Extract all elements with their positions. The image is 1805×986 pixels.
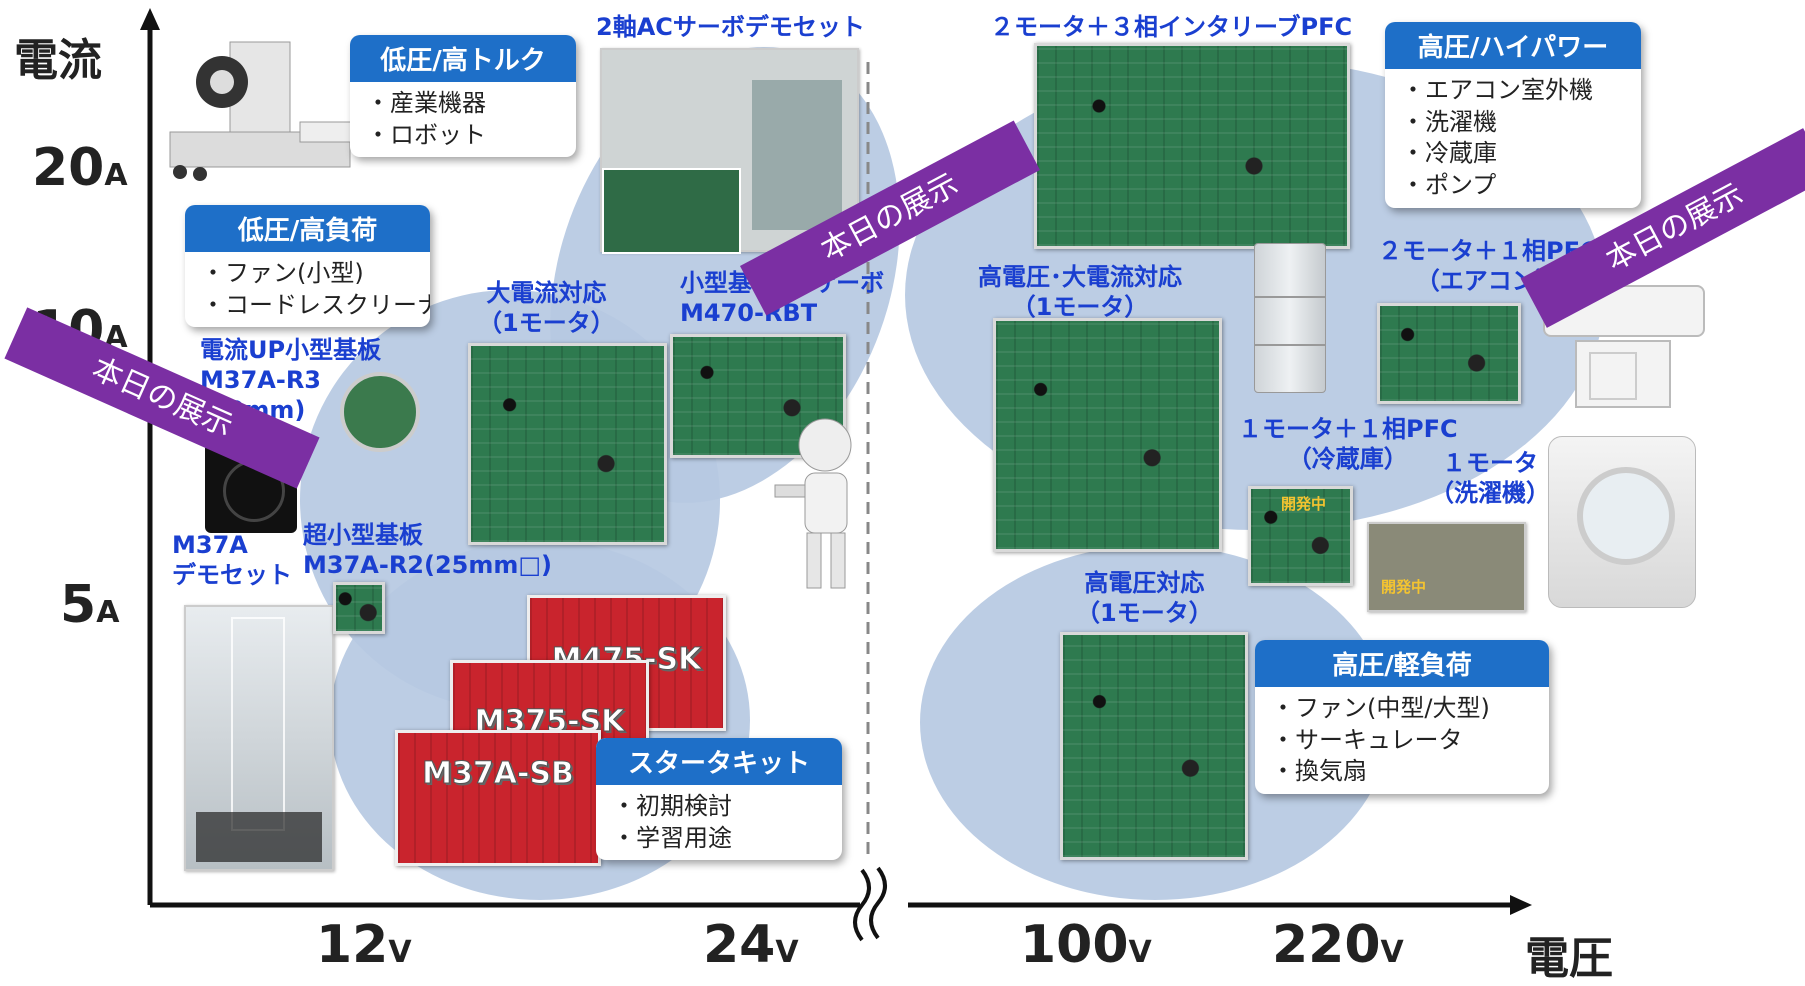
label-ultra-small-line1: 超小型基板 [303, 521, 423, 549]
label-servo-demo: 2軸ACサーボデモセット [596, 13, 865, 41]
hv-large-board [993, 318, 1222, 552]
m37a-sb-label: M37A-SB [422, 756, 575, 792]
in-dev-badge: 開発中 [1281, 495, 1327, 513]
label-hv-large-line2: （1モータ） [1011, 293, 1149, 321]
fridge-board: 開発中 [1248, 486, 1353, 586]
pfc-interleave-board [1034, 43, 1350, 249]
label-m37a-demo-line1: M37A [172, 531, 248, 559]
box-item: ・初期検討 [612, 792, 732, 820]
ultra-small-board [333, 582, 385, 634]
label-hv-large: 高電圧･大電流対応 （1モータ） [978, 262, 1182, 322]
box-high-high-power: 高圧/ハイパワー ・エアコン室外機 ・洗濯機 ・冷蔵庫 ・ポンプ [1385, 22, 1641, 208]
box-title: 低圧/高トルク [350, 35, 576, 82]
label-fridge-board: １モータ＋１相PFC （冷蔵庫） [1238, 414, 1458, 474]
label-washer-line1: １モータ [1442, 449, 1538, 477]
box-starter-kit: スタータキット ・初期検討 ・学習用途 [596, 738, 842, 861]
box-item: ・換気扇 [1271, 757, 1367, 786]
label-small-ac-servo-line2: M470-RBT [680, 299, 818, 327]
fridge-image [1254, 243, 1326, 393]
box-high-light-load: 高圧/軽負荷 ・ファン(中型/大型) ・サーキュレータ ・換気扇 [1255, 640, 1549, 795]
box-title: 高圧/軽負荷 [1255, 640, 1549, 687]
servo-demo-photo [600, 48, 859, 254]
box-item: ・ファン(中型/大型) [1271, 694, 1490, 722]
y-axis-title: 電流 [14, 35, 102, 86]
box-item: ・ロボット [366, 120, 486, 149]
label-washer: １モータ （洗濯機） [1430, 448, 1550, 508]
x-tick-24v: 24V [703, 915, 799, 975]
label-m37a-demo: M37A デモセット [172, 530, 292, 590]
axis-break-mark [853, 868, 871, 942]
box-title: 高圧/ハイパワー [1385, 22, 1641, 69]
label-large-current-line1: 大電流対応 [486, 279, 607, 307]
label-hv-line1: 高電圧対応 [1084, 569, 1205, 597]
robot-image [774, 418, 852, 589]
label-large-current-line2: （1モータ） [478, 309, 615, 337]
label-hv-large-line1: 高電圧･大電流対応 [978, 263, 1182, 291]
y-axis-arrow [140, 8, 160, 30]
x-axis-title: 電圧 [1525, 933, 1613, 984]
label-current-up-line1: 電流UP小型基板 [200, 336, 382, 364]
box-item: ・洗濯機 [1401, 107, 1497, 136]
round-board [340, 372, 420, 452]
label-hv-line2: （1モータ） [1076, 599, 1213, 627]
industrial-machine-image [169, 41, 361, 181]
label-ultra-small-line2: M37A-R2(25mm□) [303, 551, 553, 579]
label-large-current: 大電流対応 （1モータ） [478, 278, 615, 338]
axis-break-mark-2 [869, 866, 887, 940]
in-dev-badge: 開発中 [1381, 578, 1427, 596]
label-fridge-line1: １モータ＋１相PFC [1238, 415, 1458, 443]
label-m37a-demo-line2: デモセット [172, 561, 292, 589]
label-fridge-line2: （冷蔵庫） [1287, 445, 1408, 473]
label-washer-line2: （洗濯機） [1430, 479, 1550, 507]
x-tick-220v: 220V [1272, 915, 1404, 975]
x-tick-12v: 12V [316, 915, 412, 975]
m470-rbt-board [670, 334, 846, 458]
x-axis-arrow [1510, 895, 1532, 915]
washing-machine-image [1548, 436, 1696, 608]
label-hv: 高電圧対応 （1モータ） [1076, 568, 1213, 628]
box-low-high-load: 低圧/高負荷 ・ファン(小型) ・コードレスクリーナ [185, 205, 430, 328]
m37a-demo-photo [184, 605, 334, 871]
box-item: ・サーキュレータ [1271, 725, 1463, 754]
aircon-outdoor-image [1575, 340, 1671, 408]
box-item: ・エアコン室外機 [1401, 76, 1593, 104]
box-item: ・コードレスクリーナ [201, 290, 430, 319]
y-tick-5a: 5A [60, 575, 120, 635]
box-item: ・冷蔵庫 [1401, 139, 1497, 168]
box-title: スタータキット [596, 738, 842, 785]
label-ultra-small: 超小型基板 M37A-R2(25mm□) [303, 520, 552, 580]
y-tick-20a: 20A [32, 138, 128, 198]
m37a-sb-board: M37A-SB [395, 730, 601, 866]
box-item: ・ポンプ [1401, 171, 1497, 200]
aircon-board [1377, 303, 1521, 404]
washer-board: 開発中 [1367, 522, 1526, 612]
box-item: ・学習用途 [612, 823, 732, 852]
label-small-ac-servo: 小型基板ACサーボ M470-RBT [680, 268, 884, 328]
box-item: ・産業機器 [366, 89, 486, 117]
box-title: 低圧/高負荷 [185, 205, 430, 252]
hv-board [1060, 632, 1248, 860]
box-item: ・ファン(小型) [201, 259, 364, 287]
label-current-up-line2: M37A-R3 [200, 366, 321, 394]
label-pfc-interleave: ２モータ＋３相インタリーブPFC [990, 13, 1353, 41]
box-low-high-torque: 低圧/高トルク ・産業機器 ・ロボット [350, 35, 576, 158]
x-tick-100v: 100V [1020, 915, 1152, 975]
large-current-board [468, 343, 667, 545]
